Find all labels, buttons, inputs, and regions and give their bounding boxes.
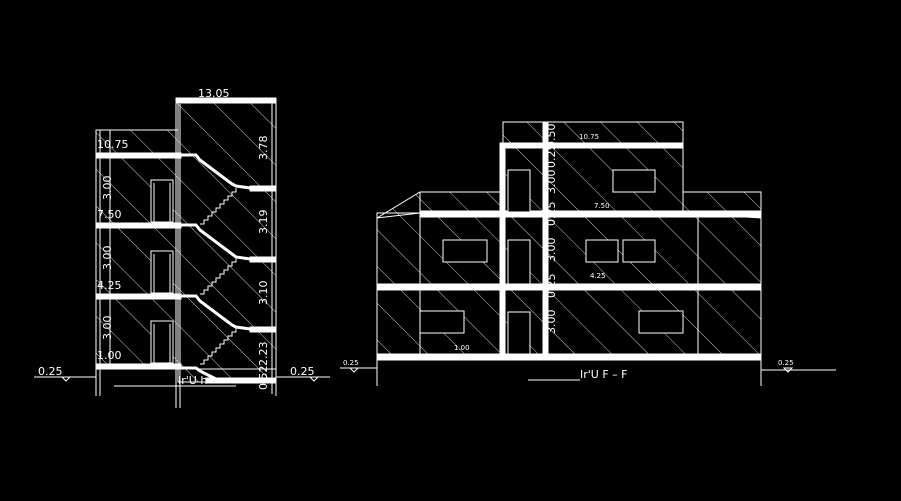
landing-3 [249,256,277,263]
left-floor-height-3: 3.00 [101,176,114,201]
right-ground-level-l: 0.25 [343,359,359,367]
window-low-left [419,310,465,334]
door-3 [150,179,174,223]
right-dim-300-3: 3.00 [545,170,558,195]
left-floor-height-2: 3.00 [101,246,114,271]
left-level-100: 1.00 [97,349,122,362]
left-top-width: 13.05 [198,87,230,100]
left-ground-level-l: 0.25 [38,365,63,378]
right-dim-300-1: 3.00 [545,310,558,335]
window-mid-right [622,239,656,263]
right-dim-025-low: 0.25 [545,274,558,299]
window-mid-left [442,239,488,263]
right-dim-025-top: 0.25 [545,144,558,169]
right-level-425: 4.25 [590,272,606,280]
left-level-750: 7.50 [97,208,122,221]
left-level-1075: 10.75 [97,138,129,151]
door-2 [150,250,174,294]
slab-1 [95,363,182,370]
landing-1 [205,377,277,384]
landing-2 [249,326,277,333]
right-dim-025-mid: 0.25 [545,202,558,227]
left-section-caption: Ir'U h [178,374,207,387]
stair-base: 0.52 [257,366,270,391]
right-slab-3 [419,210,762,218]
right-slab-2 [376,283,762,291]
right-level-100: 1.00 [454,344,470,352]
left-floor-height-1: 3.00 [101,316,114,341]
stair-risers [200,188,237,365]
column-left [499,142,506,355]
column-center [542,121,549,355]
staircases [180,153,251,382]
right-tower [177,101,277,383]
landing-4 [249,185,277,192]
window-upper [612,169,656,193]
slab-3 [95,222,182,229]
right-dim-050: 0.50 [545,124,558,149]
right-section-caption: Ir'U F – F [580,368,628,381]
penthouse [502,121,684,215]
left-level-425: 4.25 [97,279,122,292]
door-upper [507,169,531,213]
window-mid-center [585,239,619,263]
right-level-1075: 10.75 [579,133,599,141]
left-ground-level-r: 0.25 [290,365,315,378]
stair-height-1: 2.23 [257,342,270,367]
stair-height-3: 3.19 [257,210,270,235]
right-level-750: 7.50 [594,202,610,210]
door-1 [150,320,174,364]
left-building-section [95,97,277,408]
slab-2 [95,293,182,300]
right-building-section [340,121,836,386]
right-dim-300-2: 3.00 [545,238,558,263]
slab-4 [95,152,182,159]
stair-height-2: 3.10 [257,281,270,306]
stair-height-4: 3.78 [257,136,270,161]
window-low-right [638,310,684,334]
door-low [507,311,531,355]
right-ground-level-r: 0.25 [778,359,794,367]
door-mid [507,239,531,285]
right-ground-slab [376,353,762,361]
